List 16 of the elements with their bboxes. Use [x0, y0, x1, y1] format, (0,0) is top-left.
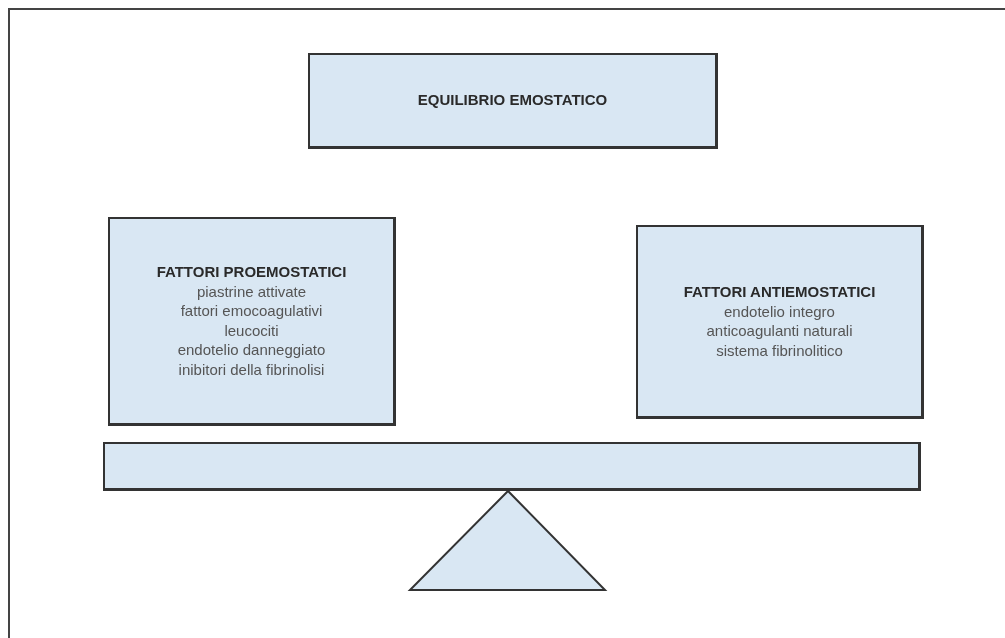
fulcrum-triangle	[407, 489, 608, 591]
factor-box	[108, 217, 396, 426]
list-item: anticoagulanti naturali	[706, 321, 853, 341]
box-heading: FATTORI ANTIEMOSTATICI	[683, 282, 876, 302]
list-item: leucociti	[224, 320, 279, 341]
list-item: endotelio integro	[724, 301, 835, 322]
box-heading: FATTORI PROEMOSTATICI	[156, 262, 347, 282]
list-item: endotelio danneggiato	[177, 340, 326, 360]
list-item: fattori emocoagulativi	[180, 301, 323, 321]
list-item: sistema fibrinolitico	[716, 340, 843, 361]
balance-beam	[103, 442, 921, 491]
box-heading: EQUILIBRIO EMOSTATICO	[417, 91, 608, 110]
title-box	[308, 53, 718, 149]
list-item: piastrine attivate	[196, 281, 307, 302]
list-item: inibitori della fibrinolisi	[178, 359, 325, 380]
factor-box	[636, 225, 924, 419]
